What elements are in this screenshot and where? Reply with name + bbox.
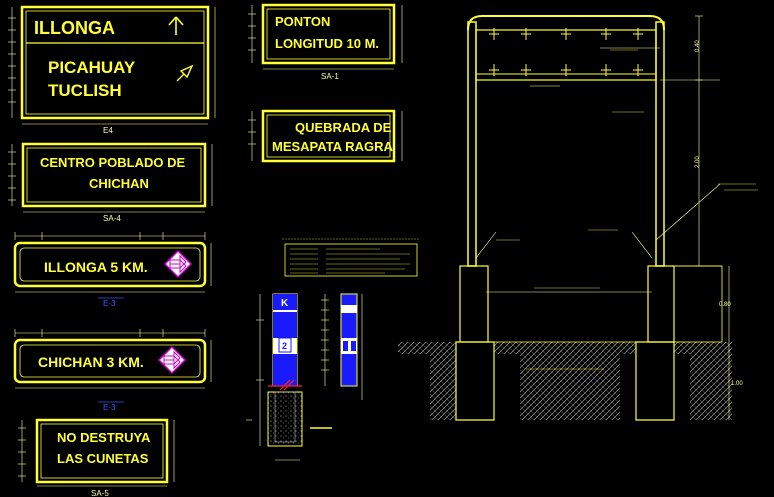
sign-e3-chichan-caption: E-3: [103, 403, 116, 412]
sign-sa-quebrada: QUEBRADA DE MESAPATA RAGRA: [248, 109, 403, 163]
sign-e3-chichan-text: CHICHAN 3 KM.: [38, 354, 144, 370]
sign-e4-line2: PICAHUAY: [48, 58, 136, 77]
sign-sa4-line1: CENTRO POBLADO DE: [40, 155, 186, 170]
right-post: [655, 21, 665, 267]
sign-sa4-caption: SA-4: [103, 214, 121, 223]
left-plinth: [459, 265, 489, 343]
sign-sa1-line1: PONTON: [275, 14, 330, 29]
kilometer-post-side: [321, 293, 363, 400]
sign-support-elevation: 2.00 0.80 1.00 0.40: [398, 15, 758, 421]
arrow-up-icon: [168, 16, 184, 35]
double-arrow-right-icon: [157, 345, 187, 375]
elevation-dim-post-height: 2.00: [695, 156, 701, 168]
ground-hatch-right: [690, 354, 732, 420]
sign-sa4: CENTRO POBLADO DE CHICHAN SA-4: [8, 142, 213, 223]
sign-sa5-line2: LAS CUNETAS: [57, 451, 149, 466]
sign-e3-chichan-frame: [13, 338, 207, 384]
sign-quebrada-frame: [261, 109, 396, 163]
sign-e4-caption: E4: [103, 126, 113, 135]
sign-e3-illonga: ILLONGA 5 KM. E-3: [13, 232, 212, 308]
sign-e3-illonga-text: ILLONGA 5 KM.: [44, 259, 148, 275]
top-frame: [467, 15, 665, 31]
left-footing: [455, 341, 495, 421]
sign-sa5-caption: SA-5: [91, 489, 109, 497]
kilometer-post-front: K 2: [246, 293, 332, 461]
post-marker-letter-box: [273, 294, 297, 310]
ground-hatch-middle: [520, 354, 620, 420]
sign-sa5-line1: NO DESTRUYA: [57, 430, 151, 445]
sign-sa1-frame: [261, 3, 396, 65]
sign-sa5: NO DESTRUYA LAS CUNETAS SA-5: [18, 418, 175, 497]
sign-e3-chichan: CHICHAN 3 KM. E-3: [13, 329, 212, 412]
ground-hatch-top: [398, 342, 732, 354]
sign-sa5-frame: [35, 418, 169, 484]
sign-e3-illonga-frame: [13, 241, 207, 288]
sign-sa1-caption: SA-1: [321, 72, 339, 81]
double-arrow-right-icon: [163, 249, 193, 279]
sign-e4-outer-frame: [20, 5, 210, 120]
sign-sa1: PONTON LONGITUD 10 M. SA-1: [248, 3, 403, 81]
arrow-up-right-icon: [176, 64, 194, 82]
sign-sa1-line2: LONGITUD 10 M.: [275, 36, 379, 51]
sign-quebrada-line1: QUEBRADA DE: [295, 120, 392, 135]
sign-e4-inner-frame: [25, 10, 205, 115]
panel-bolts: [489, 28, 643, 76]
elevation-dim-frame: 0.40: [695, 40, 701, 52]
sign-e4: ILLONGA PICAHUAY TUCLISH E4: [8, 5, 216, 135]
sign-e4-line1: ILLONGA: [34, 18, 115, 38]
elevation-dim-plinth: 0.80: [719, 302, 731, 308]
sign-e3-illonga-caption: E-3: [103, 299, 116, 308]
sign-sa4-frame: [21, 142, 207, 208]
sign-sa4-line2: CHICHAN: [89, 176, 149, 191]
post-marker-letter: K: [281, 298, 289, 309]
post-marker-number: 2: [282, 341, 287, 351]
specifications-box: [282, 238, 420, 277]
right-plinth: [647, 265, 675, 343]
right-footing: [635, 341, 675, 421]
elevation-dim-footing: 1.00: [731, 381, 743, 387]
sign-e4-line3: TUCLISH: [48, 81, 122, 100]
left-post: [467, 21, 477, 267]
sign-quebrada-line2: MESAPATA RAGRA: [272, 139, 393, 154]
